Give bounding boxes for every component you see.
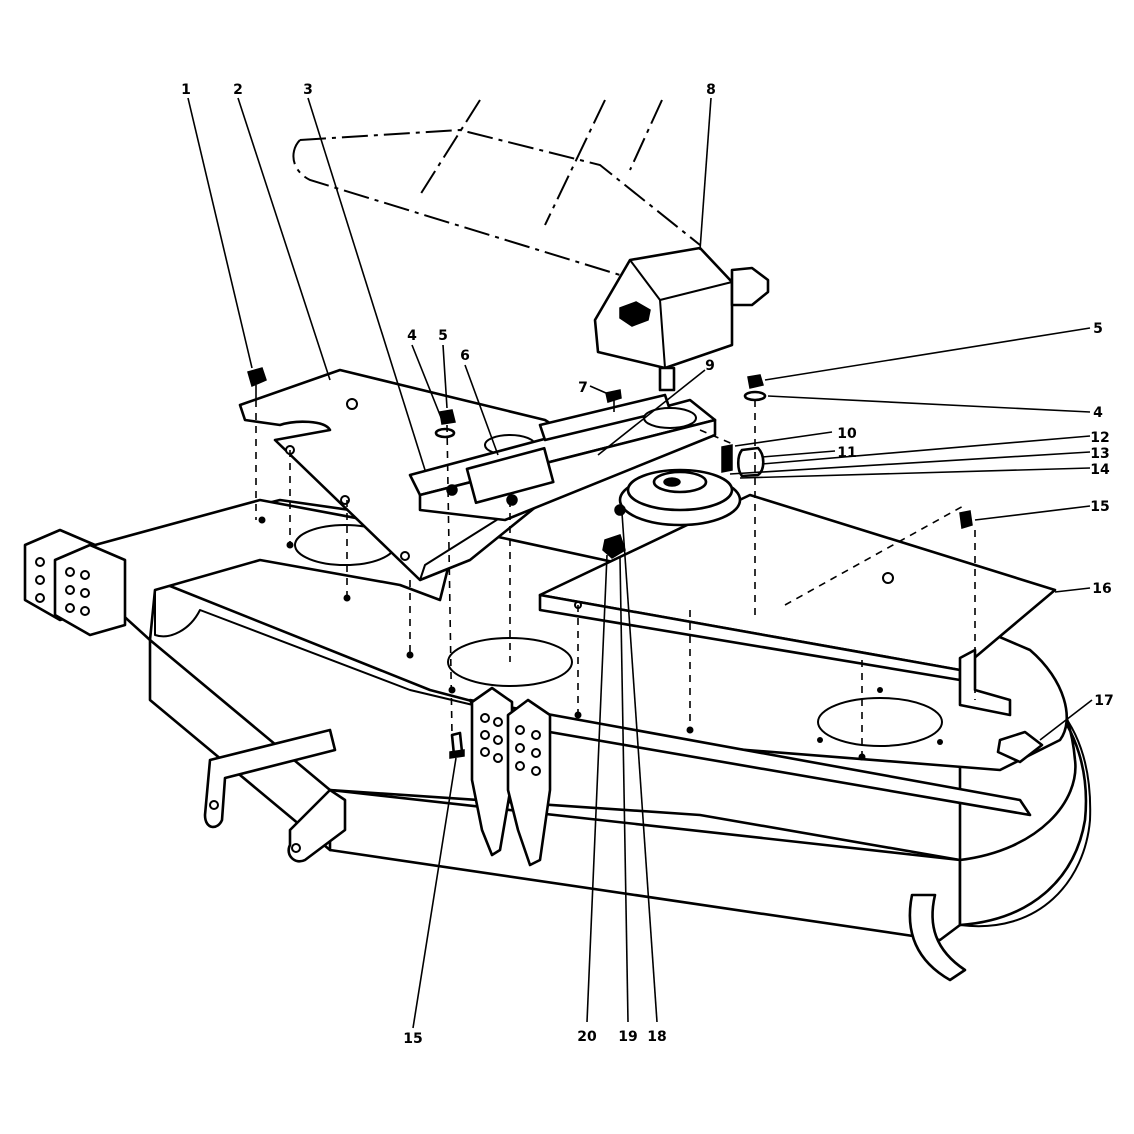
hardware — [247, 367, 973, 759]
callout-18: 18 — [647, 1029, 666, 1045]
left-hitch-brackets — [23, 528, 127, 637]
callout-10: 10 — [837, 426, 857, 442]
callout-9: 9 — [705, 358, 715, 374]
callout-numbers: 1 2 3 4 5 6 7 8 9 5 4 10 11 12 13 14 15 … — [181, 82, 1114, 1047]
callout-1: 1 — [181, 82, 191, 98]
gearbox — [593, 246, 770, 392]
channel-bracket — [408, 393, 717, 522]
callout-13: 13 — [1090, 446, 1109, 462]
deck-shield-plate — [996, 730, 1044, 764]
callout-2: 2 — [233, 82, 243, 98]
callout-7: 7 — [578, 380, 588, 396]
callout-5-left: 5 — [438, 328, 448, 344]
callout-17: 17 — [1094, 693, 1113, 709]
callout-12: 12 — [1090, 430, 1109, 446]
callout-16: 16 — [1092, 581, 1111, 597]
callout-20: 20 — [577, 1029, 597, 1045]
callout-8: 8 — [706, 82, 716, 98]
callout-3: 3 — [303, 82, 313, 98]
assembly-center-lines — [255, 400, 976, 757]
callout-4-right: 4 — [1093, 405, 1103, 421]
callout-5-right: 5 — [1093, 321, 1103, 337]
center-hitch-brackets — [470, 686, 552, 867]
callout-19: 19 — [618, 1029, 637, 1045]
callout-4-left: 4 — [407, 328, 417, 344]
callout-15-left: 15 — [403, 1031, 422, 1047]
callout-6: 6 — [460, 348, 470, 364]
callout-14: 14 — [1090, 462, 1110, 478]
pulley-assembly — [602, 468, 742, 559]
callout-leader-lines — [187, 97, 1093, 1029]
right-cover-plate — [538, 493, 1057, 717]
tractor-phantom-outline — [292, 99, 701, 276]
callout-15-right: 15 — [1090, 499, 1109, 515]
callout-11: 11 — [837, 445, 856, 461]
